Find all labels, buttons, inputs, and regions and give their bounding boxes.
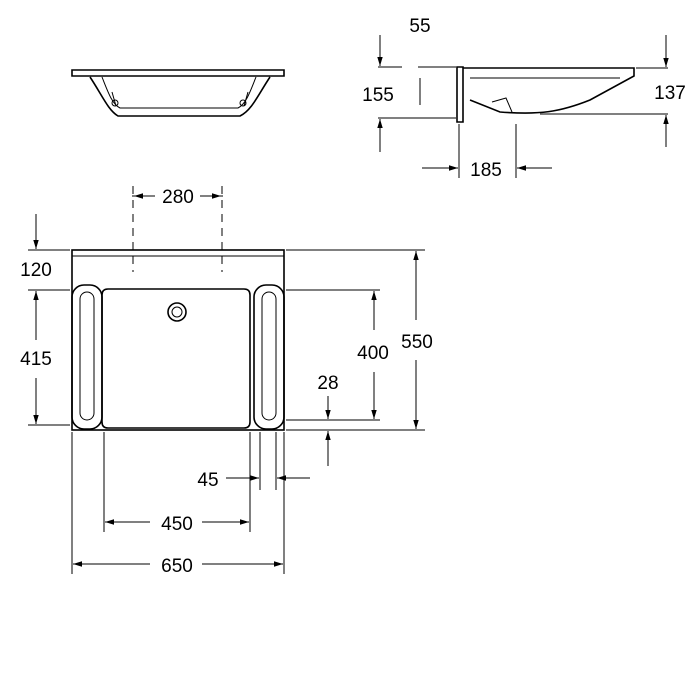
side-elevation-view <box>377 35 669 178</box>
dim-label-280: 280 <box>162 187 194 208</box>
plan-view <box>28 186 425 574</box>
dim-label-155: 155 <box>362 85 394 106</box>
dim-label-450: 450 <box>161 514 193 535</box>
dim-label-45: 45 <box>197 470 218 491</box>
dim-label-28: 28 <box>317 373 338 394</box>
dim-label-185: 185 <box>470 160 502 181</box>
front-elevation-view <box>71 69 285 117</box>
dim-label-650: 650 <box>161 556 193 577</box>
dim-label-550: 550 <box>401 332 433 353</box>
dim-label-137: 137 <box>654 83 686 104</box>
dim-label-415: 415 <box>20 349 52 370</box>
dim-label-400: 400 <box>357 343 389 364</box>
dim-label-120: 120 <box>20 260 52 281</box>
dimension-labels: 55 155 137 185 280 120 415 400 550 28 45… <box>20 16 686 577</box>
dim-label-55: 55 <box>409 16 430 37</box>
